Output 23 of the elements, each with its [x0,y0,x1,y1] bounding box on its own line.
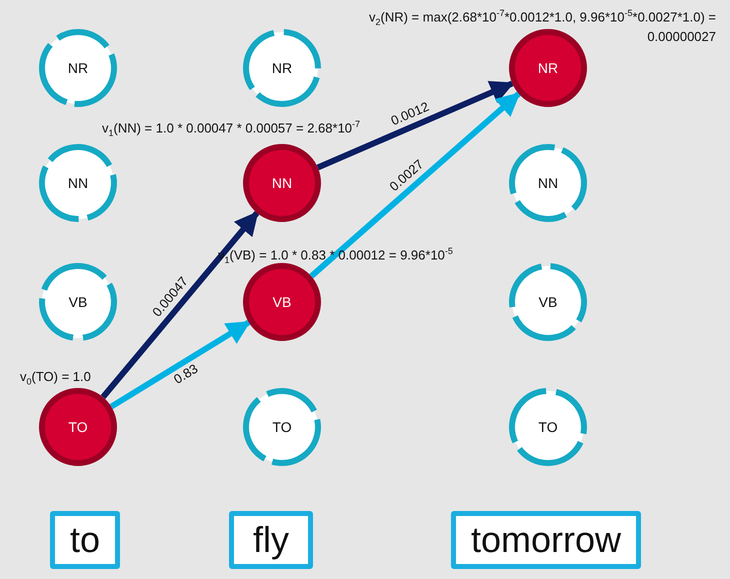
highlighted-state-circle: NR [509,29,587,107]
edge-label: 0.83 [171,360,200,387]
arrow [100,211,260,399]
word-box: fly [229,511,313,569]
state-circle: NR [243,29,321,107]
state-circle: VB [509,263,587,341]
arrow [309,92,521,278]
highlighted-state-circle: VB [243,263,321,341]
state-circle: NN [509,144,587,222]
highlighted-state-circle: TO [39,388,117,466]
word-box: tomorrow [451,511,641,569]
state-circle: TO [243,388,321,466]
highlighted-state-circle: NN [243,144,321,222]
arrow [316,80,514,170]
state-circle: NN [39,144,117,222]
word-box: to [50,511,120,569]
state-circle: VB [39,263,117,341]
formula-text: v$_{1}$(NN) = 1.0 * 0.00047 * 0.00057 = 2.68*10$^{-7}$ [102,119,360,140]
state-circle: TO [509,388,587,466]
edge-label: 0.0012 [388,98,432,128]
state-circle: NR [39,29,117,107]
formula-text: v$_{0}$(TO) = 1.0 [20,369,91,388]
arrow [110,320,251,410]
